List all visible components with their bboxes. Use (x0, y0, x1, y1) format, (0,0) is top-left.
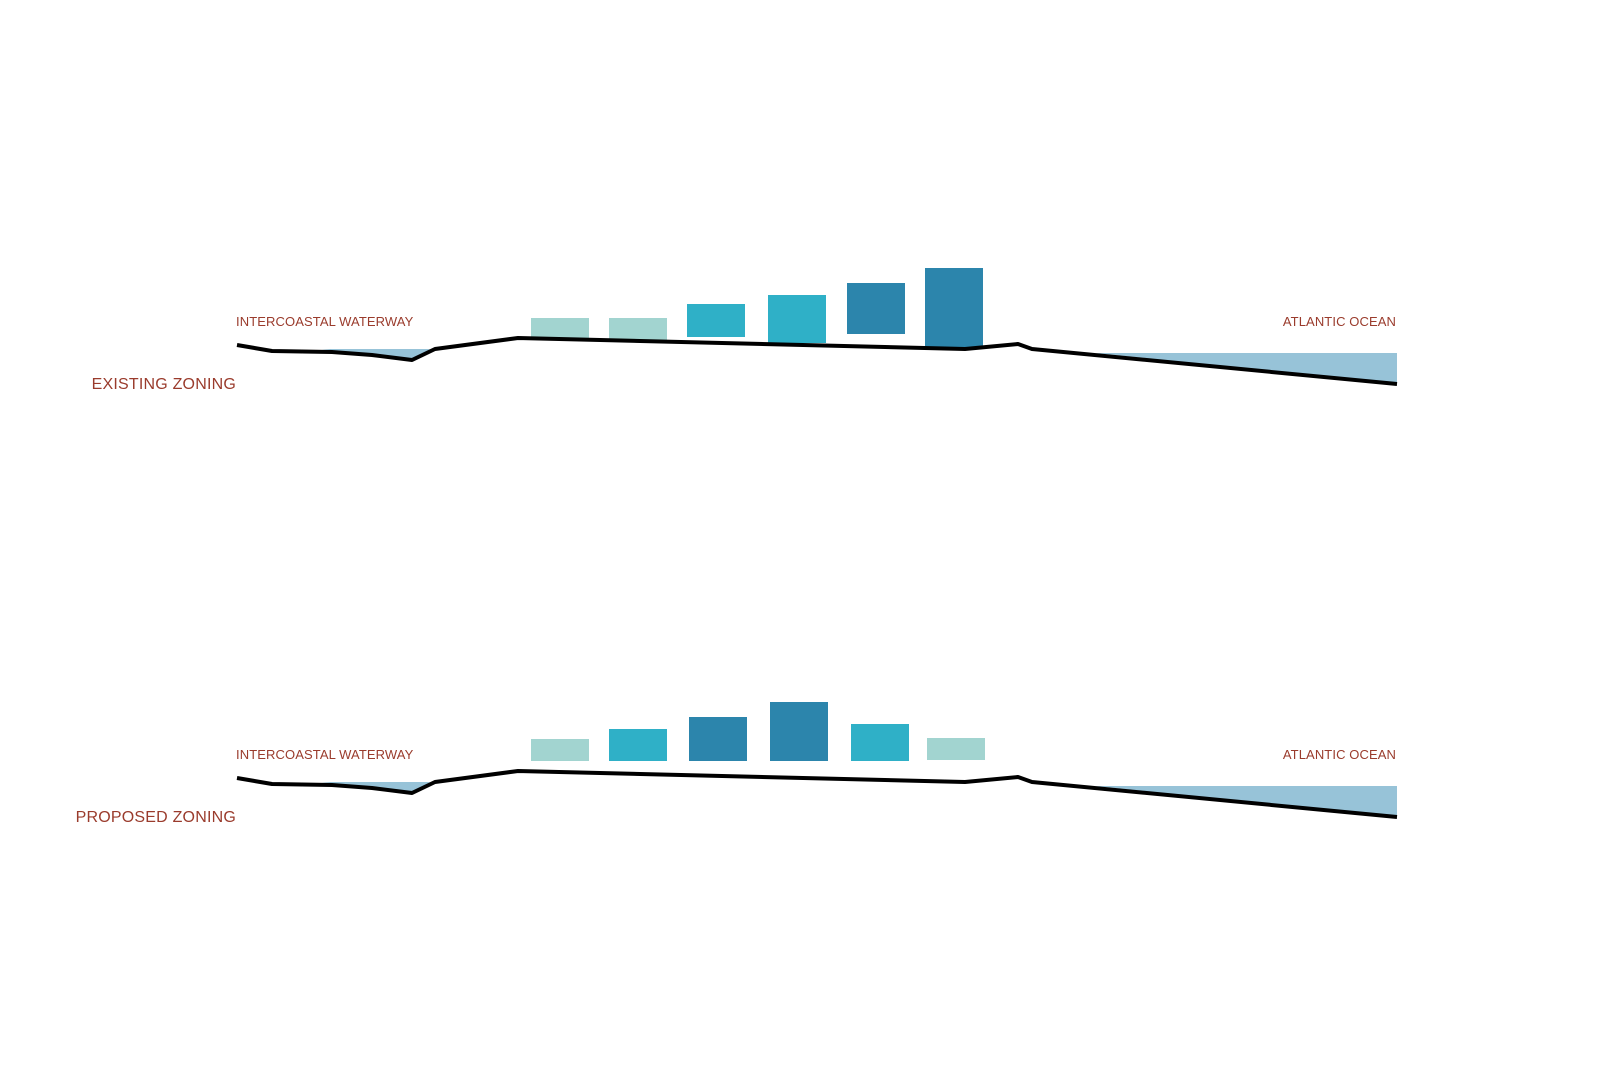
left-water-label: INTERCOASTAL WATERWAY (236, 314, 414, 329)
building (925, 268, 983, 347)
building (851, 724, 909, 761)
building (609, 729, 667, 761)
building (609, 318, 667, 341)
building (847, 283, 905, 334)
ground-profile (236, 769, 1398, 819)
proposed-zoning-section: INTERCOASTAL WATERWAY ATLANTIC OCEAN PRO… (76, 702, 1398, 826)
section-title: PROPOSED ZONING (76, 809, 236, 826)
building (531, 739, 589, 761)
building (927, 738, 985, 760)
left-water-label: INTERCOASTAL WATERWAY (236, 747, 414, 762)
building (768, 295, 826, 343)
existing-zoning-section: INTERCOASTAL WATERWAY ATLANTIC OCEAN EXI… (92, 268, 1398, 393)
building (689, 717, 747, 761)
building (531, 318, 589, 340)
right-water-label: ATLANTIC OCEAN (1283, 747, 1396, 762)
section-title: EXISTING ZONING (92, 376, 236, 393)
ground-profile (236, 336, 1398, 386)
building (770, 702, 828, 761)
right-water-label: ATLANTIC OCEAN (1283, 314, 1396, 329)
building (687, 304, 745, 337)
